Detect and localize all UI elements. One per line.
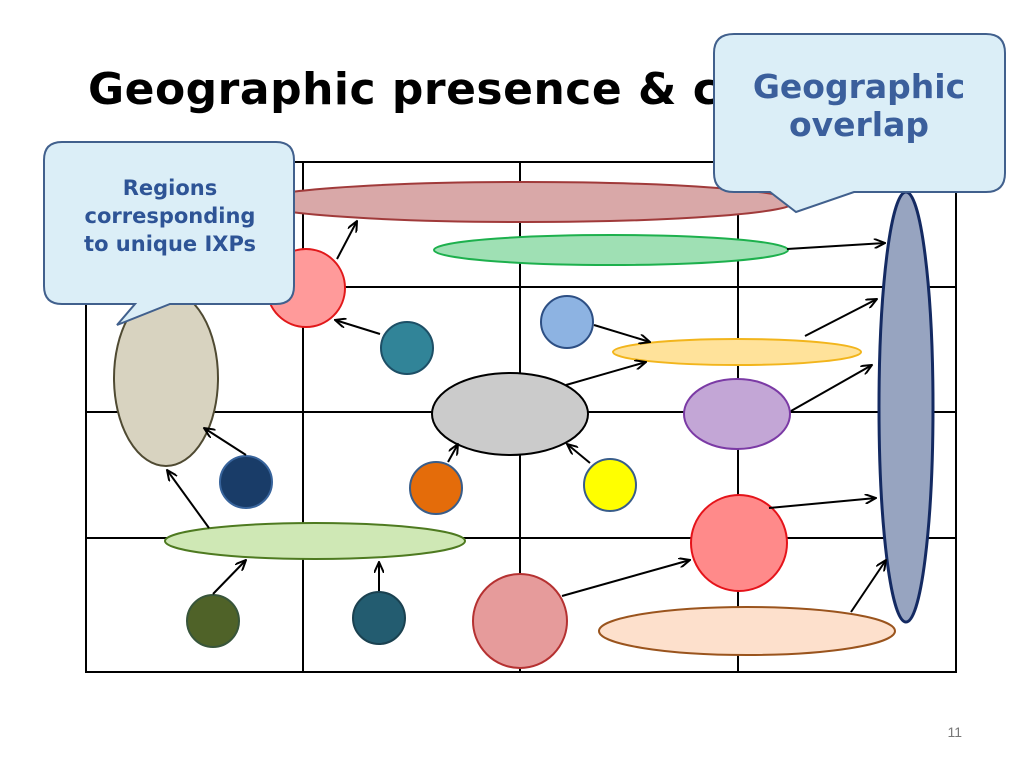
region-yellow-wide [612,338,862,366]
arrow [850,560,886,613]
nodes [186,248,788,669]
arrow [567,444,591,464]
callout-right-line: Geographic [752,67,966,106]
callout-left-line: corresponding [84,204,256,228]
callout-left-text: Regions corresponding to unique IXPs [48,174,292,258]
region-peach-wide [598,606,896,656]
callout-right-line: overlap [788,105,930,144]
region-maroon-wide [254,181,796,223]
arrow [561,560,690,597]
callout-right-bubble [713,33,1006,214]
callout-left-line: to unique IXPs [84,232,256,256]
node-navy [219,455,273,509]
node-lightblue [540,295,594,349]
region-purple [683,378,791,450]
node-orange [409,461,463,515]
arrow [204,428,247,456]
node-yellow [583,458,637,512]
arrow [336,221,357,260]
node-red [690,494,788,592]
arrow [790,365,872,412]
arrow [768,498,876,509]
arrow [786,243,885,250]
region-gray [431,372,589,456]
region-blue-tall [877,190,935,624]
arrow [447,444,458,463]
callout-right-text: Geographic overlap [714,68,1004,144]
arrow [565,362,646,386]
node-olive [186,594,240,648]
callout-left-bubble [43,141,295,326]
arrow [167,470,210,529]
arrow [335,320,381,335]
callout-left-line: Regions [122,176,218,200]
arrow [804,299,877,337]
page-number: 11 [947,724,962,740]
node-rose [472,573,568,669]
region-green-wide [433,234,789,266]
region-lightgreen-wide [164,522,466,560]
node-teal [380,321,434,375]
arrow [212,560,246,595]
node-darkteal [352,591,406,645]
slide-title: Geographic presence & co [88,64,751,115]
arrow [593,324,650,342]
